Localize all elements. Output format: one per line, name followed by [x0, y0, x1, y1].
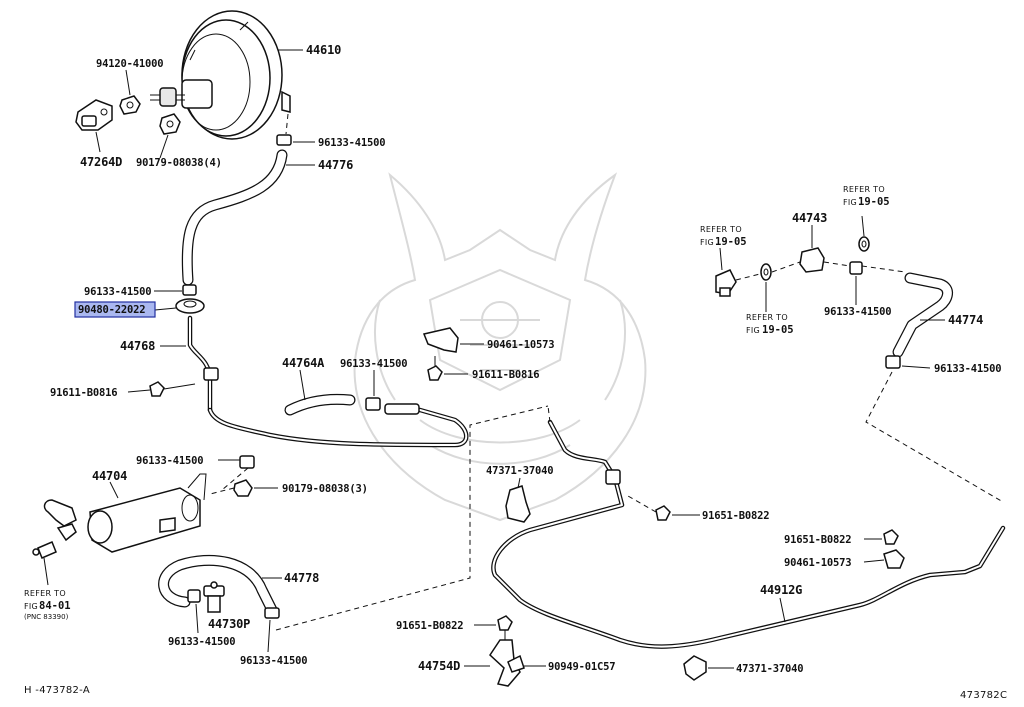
svg-text:19-05: 19-05 [715, 236, 747, 248]
clip-bot-left[interactable] [187, 589, 201, 603]
label-96133-bot-mid[interactable]: 96133-41500 [240, 655, 308, 667]
label-90461-right[interactable]: 90461-10573 [784, 557, 852, 569]
svg-text:84-01: 84-01 [39, 600, 71, 612]
clip-mid[interactable] [182, 284, 197, 296]
sensor-84-01[interactable] [32, 541, 57, 559]
label-44730p[interactable]: 44730P [208, 617, 250, 631]
hose-44778[interactable] [158, 554, 278, 616]
hose-44776[interactable] [181, 149, 288, 286]
label-44704[interactable]: 44704 [92, 469, 127, 483]
svg-text:REFER TO: REFER TO [24, 589, 66, 598]
label-91611-left[interactable]: 91611-B0816 [50, 387, 118, 399]
svg-text:REFER TO: REFER TO [746, 313, 788, 322]
refer-84-01[interactable]: REFER TO FIG 84-01 (PNC 83390) [24, 589, 71, 621]
highlight-box [74, 301, 156, 318]
label-91651-left[interactable]: 91651-B0822 [396, 620, 464, 632]
clip-44764[interactable] [365, 397, 381, 411]
bolt-91611-right[interactable] [427, 356, 443, 381]
svg-text:FIG: FIG [843, 198, 857, 207]
bolt-91651-left[interactable] [497, 615, 513, 640]
nut-94120[interactable] [119, 95, 141, 115]
svg-text:19-05: 19-05 [762, 324, 794, 336]
pipe-44912g[interactable] [491, 419, 1006, 649]
label-90949[interactable]: 90949-01C57 [548, 661, 616, 673]
bracket-90461-top[interactable] [422, 327, 459, 353]
label-90179-top[interactable]: 90179-08038(4) [136, 157, 222, 169]
clip-tank[interactable] [221, 455, 255, 491]
watermark-logo [353, 172, 647, 522]
label-96133-bot-left[interactable]: 96133-41500 [168, 636, 236, 648]
clamp-47371-top[interactable] [505, 485, 531, 523]
hose-44774[interactable] [892, 272, 953, 358]
diagram-code: 473782C [960, 690, 1007, 701]
svg-text:(PNC 83390): (PNC 83390) [24, 613, 69, 621]
label-47371-bot[interactable]: 47371-37040 [736, 663, 804, 675]
tank-bracket-left[interactable] [43, 499, 77, 542]
label-91651-right[interactable]: 91651-B0822 [784, 534, 852, 546]
clip-right-lower[interactable] [885, 355, 901, 369]
bolt-91651-mid[interactable] [627, 495, 671, 521]
label-44743[interactable]: 44743 [792, 211, 827, 225]
bracket-90461-right[interactable] [883, 549, 905, 569]
vacuum-tank[interactable] [87, 473, 207, 553]
washer-19-05-top[interactable] [858, 236, 870, 252]
pipe-upper-run[interactable] [207, 403, 469, 448]
clip-top[interactable] [276, 134, 292, 146]
bolt-91611-left[interactable] [149, 381, 196, 397]
label-91651-mid[interactable]: 91651-B0822 [702, 510, 770, 522]
clip-right-upper[interactable] [849, 261, 863, 275]
label-90179-low[interactable]: 90179-08038(3) [282, 483, 368, 495]
svg-text:FIG: FIG [746, 326, 760, 335]
label-44610[interactable]: 44610 [306, 43, 341, 57]
label-96133-mid[interactable]: 96133-41500 [84, 286, 152, 298]
svg-text:REFER TO: REFER TO [700, 225, 742, 234]
label-90461-top[interactable]: 90461-10573 [487, 339, 555, 351]
washer-19-05-bottom[interactable] [760, 263, 772, 281]
label-44778[interactable]: 44778 [284, 571, 319, 585]
label-44764a[interactable]: 44764A [282, 356, 325, 370]
clip-bot-mid[interactable] [264, 607, 280, 619]
label-91611-right[interactable]: 91611-B0816 [472, 369, 540, 381]
label-96133-top[interactable]: 96133-41500 [318, 137, 386, 149]
hose-44764a[interactable] [284, 393, 356, 416]
label-96133-44764[interactable]: 96133-41500 [340, 358, 408, 370]
grommet-90480[interactable] [175, 298, 205, 314]
label-47371-top[interactable]: 47371-37040 [486, 465, 554, 477]
svg-text:REFER TO: REFER TO [843, 185, 885, 194]
svg-text:19-05: 19-05 [858, 196, 890, 208]
check-valve-44743[interactable] [799, 240, 825, 273]
svg-text:FIG: FIG [700, 238, 714, 247]
refer-19-05-bottom[interactable]: REFER TO FIG 19-05 [746, 313, 794, 336]
svg-text:FIG: FIG [24, 602, 38, 611]
bolt-refer-19-05-left[interactable] [715, 269, 737, 297]
label-96133-right-upper[interactable]: 96133-41500 [824, 306, 892, 318]
brake-booster[interactable] [150, 10, 291, 140]
valve-44730p[interactable] [203, 581, 225, 613]
label-44912g[interactable]: 44912G [760, 583, 802, 597]
label-96133-tank[interactable]: 96133-41500 [136, 455, 204, 467]
pipe-44768[interactable] [187, 315, 219, 413]
label-44768[interactable]: 44768 [120, 339, 155, 353]
refer-19-05-left[interactable]: REFER TO FIG 19-05 [700, 225, 747, 248]
nut-90179-top[interactable] [159, 113, 181, 135]
bracket-44754d[interactable] [489, 639, 525, 687]
label-90480[interactable]: 90480-22022 [78, 304, 146, 316]
label-47264d[interactable]: 47264D [80, 155, 122, 169]
label-44776[interactable]: 44776 [318, 158, 353, 172]
bolt-91651-right[interactable] [883, 529, 899, 545]
clevis-47264d[interactable] [75, 99, 113, 131]
footer-ref: H -473782-A [24, 685, 90, 696]
nut-90179-low[interactable] [209, 479, 253, 497]
clamp-47371-bot[interactable] [683, 655, 707, 681]
label-44774[interactable]: 44774 [948, 313, 983, 327]
label-94120[interactable]: 94120-41000 [96, 58, 164, 70]
label-44754d[interactable]: 44754D [418, 659, 460, 673]
label-96133-right-lower[interactable]: 96133-41500 [934, 363, 1002, 375]
refer-19-05-top[interactable]: REFER TO FIG 19-05 [843, 185, 890, 208]
